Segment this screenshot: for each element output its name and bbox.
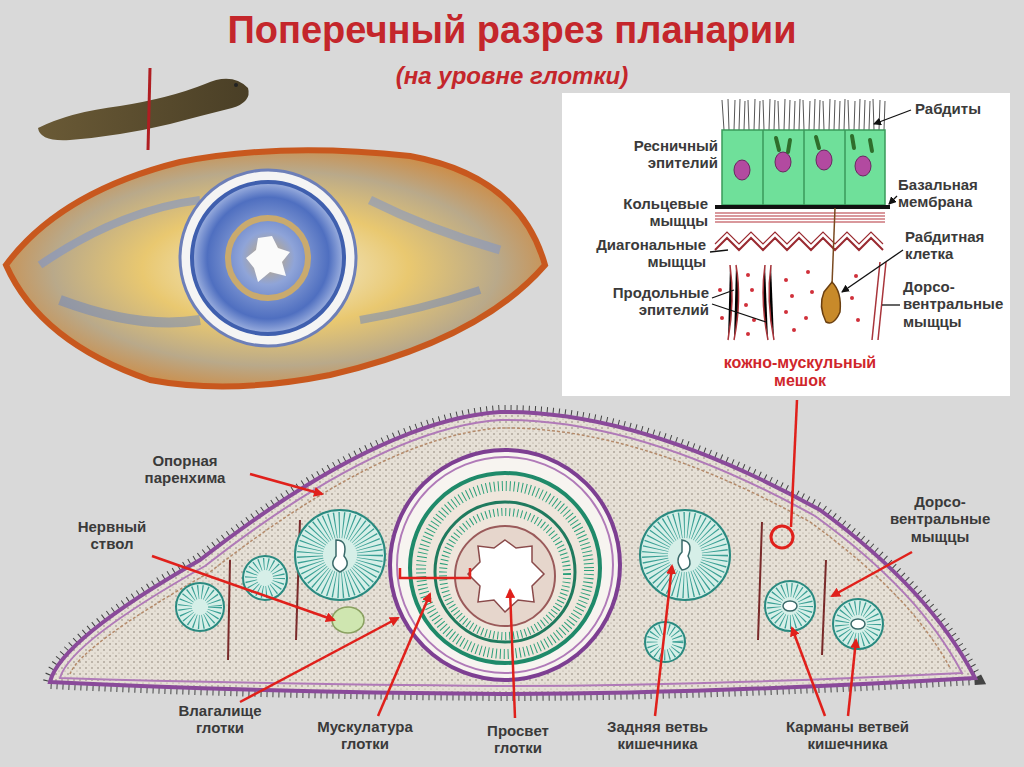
planaria-photo bbox=[38, 68, 249, 150]
part-label: Мускулатура глотки bbox=[300, 718, 430, 753]
cross-section-drawing bbox=[50, 400, 975, 718]
part-label: Продольные эпителий bbox=[575, 284, 709, 319]
part-label: Базальная мембрана bbox=[898, 176, 1003, 211]
part-label: Карманы ветвей кишечника bbox=[770, 718, 925, 753]
part-label: Опорная паренхима bbox=[125, 452, 245, 487]
part-label: Ресничный эпителий bbox=[600, 137, 718, 172]
part-label: Кольцевые мыщцы bbox=[592, 195, 708, 230]
section-photo bbox=[6, 150, 545, 386]
part-label: Рабдитная клетка bbox=[905, 228, 1000, 263]
part-label: Диагональные мыщцы bbox=[570, 236, 706, 271]
region-label: кожно-мускульный мешок bbox=[700, 354, 900, 391]
part-label: Дорсо-вентральные мыщцы bbox=[890, 493, 990, 545]
part-label: Дорсо-вентральные мыщцы bbox=[903, 278, 1008, 330]
part-label: Задняя ветвь кишечника bbox=[590, 718, 725, 753]
title: Поперечный разрез планарии bbox=[0, 10, 1024, 52]
part-label: Просвет глотки bbox=[468, 722, 568, 757]
part-label: Нервный ствол bbox=[62, 518, 162, 553]
skin-muscle-inset bbox=[562, 93, 1010, 396]
part-label: Влагалище глотки bbox=[165, 702, 275, 737]
subtitle: (на уровне глотки) bbox=[0, 62, 1024, 90]
part-label: Рабдиты bbox=[915, 100, 1005, 117]
